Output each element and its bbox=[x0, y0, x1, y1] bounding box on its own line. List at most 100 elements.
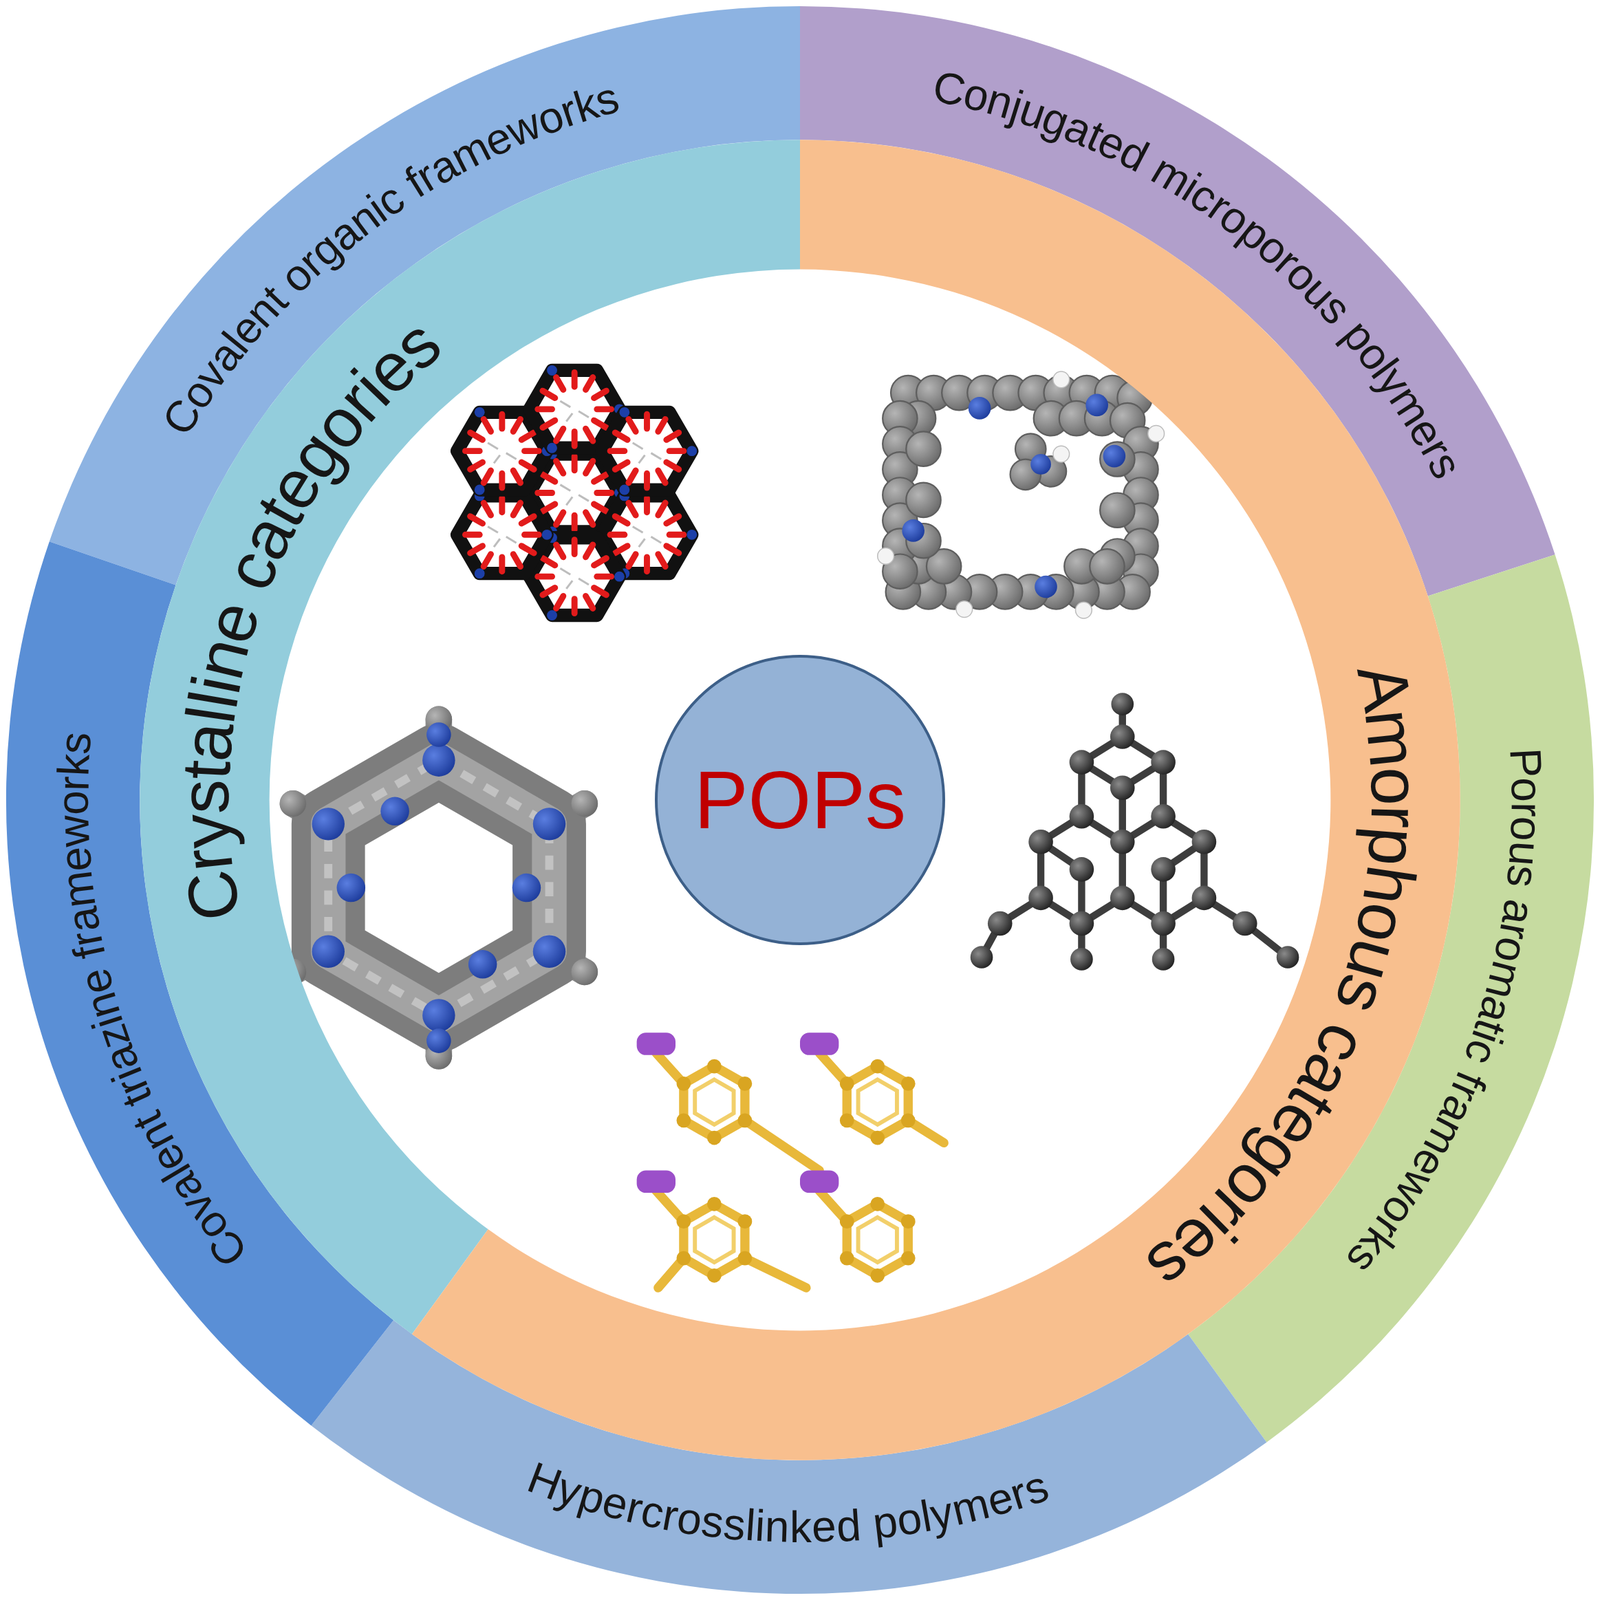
text-glyph: e bbox=[1258, 1091, 1338, 1162]
text-glyph: p bbox=[1334, 312, 1385, 360]
text-glyph: t bbox=[125, 1105, 170, 1136]
text-glyph: s bbox=[1312, 286, 1360, 333]
text-glyph: a bbox=[320, 209, 368, 259]
center-circle: POPs bbox=[654, 654, 945, 945]
ring-band-fill bbox=[49, 6, 800, 586]
text-glyph: s bbox=[721, 1500, 748, 1548]
ring-band-fill bbox=[310, 1320, 1267, 1594]
text-glyph: o bbox=[299, 387, 377, 461]
text-glyph: i bbox=[360, 187, 395, 230]
text-glyph bbox=[1317, 998, 1389, 1042]
text-glyph: m bbox=[1478, 956, 1530, 1004]
text-glyph: u bbox=[1502, 839, 1548, 868]
text-glyph: r bbox=[63, 927, 110, 950]
text-glyph: s bbox=[590, 74, 624, 124]
ring-band-fill bbox=[6, 541, 394, 1426]
text-glyph: r bbox=[554, 87, 583, 134]
text-glyph: m bbox=[1416, 1110, 1473, 1164]
text-glyph: u bbox=[1013, 86, 1052, 137]
text-glyph: l bbox=[1364, 351, 1407, 386]
text-glyph: k bbox=[1353, 1220, 1402, 1265]
text-glyph: o bbox=[1278, 250, 1327, 300]
text-glyph bbox=[1452, 1054, 1499, 1083]
text-glyph: m bbox=[1382, 378, 1440, 434]
text-glyph: o bbox=[1374, 1189, 1425, 1235]
text-glyph: a bbox=[226, 504, 306, 569]
text-glyph: e bbox=[811, 1504, 838, 1550]
text-glyph: o bbox=[1212, 192, 1259, 243]
text-glyph: c bbox=[368, 174, 412, 224]
text-glyph: g bbox=[301, 224, 350, 275]
text-glyph: o bbox=[272, 251, 321, 300]
text-glyph: H bbox=[522, 1454, 568, 1507]
text-glyph: e bbox=[1091, 118, 1133, 169]
text-glyph: n bbox=[77, 987, 127, 1024]
text-glyph: e bbox=[52, 844, 99, 873]
text-glyph: o bbox=[185, 1203, 236, 1250]
cmp-structure bbox=[882, 375, 1159, 610]
cof-structure bbox=[457, 365, 698, 621]
text-glyph: m bbox=[54, 868, 103, 911]
text-glyph: e bbox=[193, 592, 271, 651]
text-glyph: r bbox=[1442, 1076, 1489, 1108]
curved-label: Amorphous categories bbox=[1129, 645, 1437, 1307]
text-glyph: a bbox=[199, 332, 250, 379]
text-glyph: s bbox=[381, 306, 453, 382]
text-glyph: d bbox=[835, 1502, 863, 1548]
text-glyph: C bbox=[154, 392, 210, 443]
text-glyph: c bbox=[1304, 1014, 1382, 1075]
text-glyph: r bbox=[171, 844, 243, 875]
text-glyph: n bbox=[764, 1504, 792, 1550]
text-glyph: m bbox=[1144, 146, 1199, 203]
text-glyph: o bbox=[1487, 933, 1536, 967]
text-glyph: n bbox=[183, 632, 260, 686]
text-glyph: a bbox=[1287, 1044, 1367, 1111]
ring-band-fill bbox=[800, 6, 1556, 597]
text-glyph: n bbox=[982, 76, 1019, 126]
text-glyph: a bbox=[421, 141, 465, 192]
text-glyph: l bbox=[744, 1503, 758, 1548]
text-glyph: o bbox=[959, 70, 994, 120]
text-glyph: m bbox=[947, 1480, 994, 1533]
text-glyph: t bbox=[170, 758, 241, 782]
text-glyph: y bbox=[1370, 359, 1420, 404]
text-glyph: e bbox=[254, 451, 333, 521]
text-glyph bbox=[1326, 302, 1369, 341]
curved-label: Porous aromatic frameworks bbox=[1337, 736, 1554, 1287]
hcp-structure bbox=[636, 1032, 945, 1288]
curved-label: Conjugated microporous polymers bbox=[922, 61, 1472, 492]
text-glyph: p bbox=[1231, 207, 1279, 258]
text-glyph: e bbox=[477, 113, 518, 164]
text-glyph: A bbox=[1346, 658, 1424, 717]
text-glyph: o bbox=[1360, 766, 1431, 807]
text-glyph: s bbox=[1018, 1463, 1054, 1512]
text-glyph: o bbox=[1503, 815, 1549, 842]
text-glyph: t bbox=[1081, 112, 1111, 159]
text-glyph: f bbox=[398, 161, 432, 206]
curved-label: Covalent organic frameworks bbox=[155, 72, 633, 444]
text-glyph: o bbox=[1344, 896, 1420, 949]
text-glyph: a bbox=[95, 1039, 146, 1078]
text-glyph: o bbox=[50, 790, 95, 816]
text-glyph: w bbox=[500, 101, 547, 155]
text-glyph: n bbox=[340, 193, 387, 244]
text-glyph: C bbox=[174, 866, 251, 926]
text-glyph: c bbox=[1457, 1034, 1507, 1071]
text-glyph: r bbox=[1492, 919, 1539, 943]
text-glyph: a bbox=[1494, 896, 1543, 928]
text-glyph: s bbox=[1324, 967, 1402, 1023]
paf-structure bbox=[970, 692, 1300, 970]
text-glyph: t bbox=[1467, 1014, 1514, 1041]
text-glyph: g bbox=[1036, 94, 1076, 144]
text-glyph: i bbox=[1175, 165, 1208, 209]
text-glyph bbox=[1134, 141, 1166, 186]
text-glyph: a bbox=[171, 718, 244, 764]
text-glyph: h bbox=[1352, 861, 1426, 909]
text-glyph: f bbox=[66, 941, 112, 964]
text-glyph: j bbox=[1005, 83, 1029, 128]
text-glyph: m bbox=[1355, 706, 1430, 771]
text-glyph: c bbox=[1183, 171, 1226, 221]
text-glyph: e bbox=[142, 1137, 193, 1181]
text-glyph: c bbox=[636, 1487, 668, 1536]
